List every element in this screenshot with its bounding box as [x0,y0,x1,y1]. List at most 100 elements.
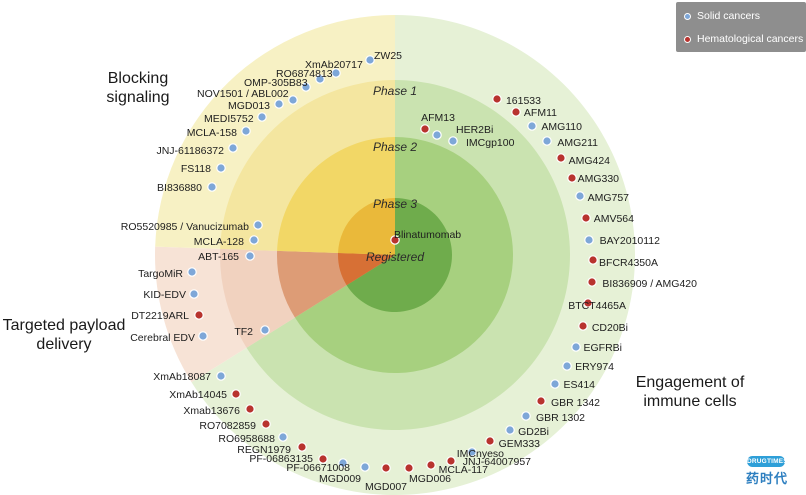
drug-item: ES414 [550,379,595,391]
phase-3-label: Phase 3 [373,197,417,211]
drug-label: AMG330 [578,173,620,185]
drug-item: EGFRBi [571,342,622,354]
drug-label: TF2 [234,326,253,338]
hematological-cancer-dot-icon [426,460,436,470]
drug-label: AMV564 [594,213,634,225]
drug-item: AMG330 [567,173,620,185]
drug-label: DT2219ARL [131,310,189,322]
drug-label: AMG211 [557,137,598,149]
hematological-cancer-dot-icon [684,35,691,43]
drug-item: RO6958688 [218,432,288,445]
drug-label: PF-06671008 [286,462,350,474]
drug-label: MCLA-158 [187,127,237,139]
legend-solid: Solid cancers [684,10,760,22]
solid-cancer-dot-icon [467,447,477,457]
solid-cancer-dot-icon [432,130,442,140]
immune-engagement-sector-core [346,198,452,313]
drug-label: RO6958688 [218,433,275,445]
hematological-cancer-dot-icon [297,442,307,452]
drug-item: IMCnyeso [457,447,504,460]
drug-label: RO5520985 / Vanucizumab [121,221,249,233]
hematological-cancer-dot-icon [581,213,591,223]
drug-label: BI836909 / AMG420 [602,278,697,290]
hematological-cancer-dot-icon [485,436,495,446]
drug-label: ERY974 [575,361,614,373]
drug-item: XmAb20717 [305,59,363,78]
drug-item: AFM11 [511,107,557,119]
drug-item: RO7082859 [199,419,271,432]
drug-label: GBR 1302 [536,412,585,424]
drug-item: TF2 [234,325,270,338]
drug-item: Cerebral EDV [130,331,208,344]
solid-cancer-dot-icon [550,379,560,389]
drug-label: XmAb20717 [305,59,363,71]
drug-label: BI836880 [157,182,202,194]
drug-item: MGD009 [319,462,370,485]
solid-cancer-dot-icon [228,143,238,153]
solid-cancer-dot-icon [278,432,288,442]
hematological-cancer-dot-icon [245,404,255,414]
drug-item: BTCT4465A [568,298,626,312]
drug-item: GBR 1342 [536,396,600,409]
drug-label: TargoMiR [138,268,183,280]
solid-cancer-dot-icon [257,112,267,122]
solid-cancer-dot-icon [542,136,552,146]
drug-label: JNJ-61186372 [156,145,224,157]
drug-item: AMG110 [527,121,582,133]
drug-label: MCLA-117 [439,464,489,476]
hematological-cancer-dot-icon [587,277,597,287]
solid-cancer-dot-icon [260,325,270,335]
drug-label: MGD007 [365,481,407,493]
drug-item: ERY974 [562,361,614,373]
solid-cancer-dot-icon [575,191,585,201]
hematological-cancer-dot-icon [583,298,593,308]
drug-item: Xmab13676 [183,404,255,417]
drug-item: MCLA-117 [426,460,489,476]
drug-label: RO6874813 [276,68,333,80]
drug-item: GBR 1302 [521,411,585,424]
phase-1-label: Phase 1 [373,84,417,98]
drug-item: 161533 [492,94,541,107]
hematological-cancer-dot-icon [261,419,271,429]
drug-item: BAY2010112 [584,235,660,247]
hematological-cancer-dot-icon [511,107,521,117]
blocking-signaling-sector-core [338,197,395,255]
drug-item: KID-EDV [143,289,199,301]
drug-item: XmAb14045 [169,389,241,401]
solid-cancer-dot-icon [198,331,208,341]
drug-item: AMG211 [542,136,598,149]
drug-label: GBR 1342 [551,397,600,409]
drug-item: MGD006 [404,463,451,485]
drug-item: REGN1979 [237,442,307,456]
drug-item: PF-06863135 [249,453,328,465]
drug-label: NOV1501 / ABL002 [197,88,289,100]
solid-cancer-dot-icon [448,136,458,146]
hematological-cancer-dot-icon [567,173,577,183]
hematological-cancer-dot-icon [556,153,566,163]
drug-label: ZW25 [374,50,402,62]
drug-label: Xmab13676 [183,405,240,417]
solid-cancer-dot-icon [249,235,259,245]
solid-cancer-dot-icon [187,267,197,277]
drug-item: PF-06671008 [286,458,350,474]
drug-item: AFM13 [420,112,455,134]
solid-cancer-dot-icon [584,235,594,245]
drug-label: CD20Bi [592,322,628,334]
hematological-cancer-dot-icon [492,94,502,104]
drug-label: AFM11 [524,107,557,119]
solid-cancer-dot-icon [360,462,370,472]
drug-item: MCLA-128 [194,235,259,248]
solid-cancer-dot-icon [207,182,217,192]
drug-item: MEDI5752 [204,112,267,125]
registered-label: Registered [366,250,424,264]
hematological-cancer-dot-icon [390,235,400,245]
drug-label: HER2Bi [456,124,493,136]
legend-solid-label: Solid cancers [697,10,761,22]
drug-item: ABT-165 [198,251,255,263]
drug-label: IMCgp100 [466,137,515,149]
drug-label: XmAb14045 [169,389,227,401]
hematological-cancer-dot-icon [420,124,430,134]
drug-item: HER2Bi [432,124,493,140]
